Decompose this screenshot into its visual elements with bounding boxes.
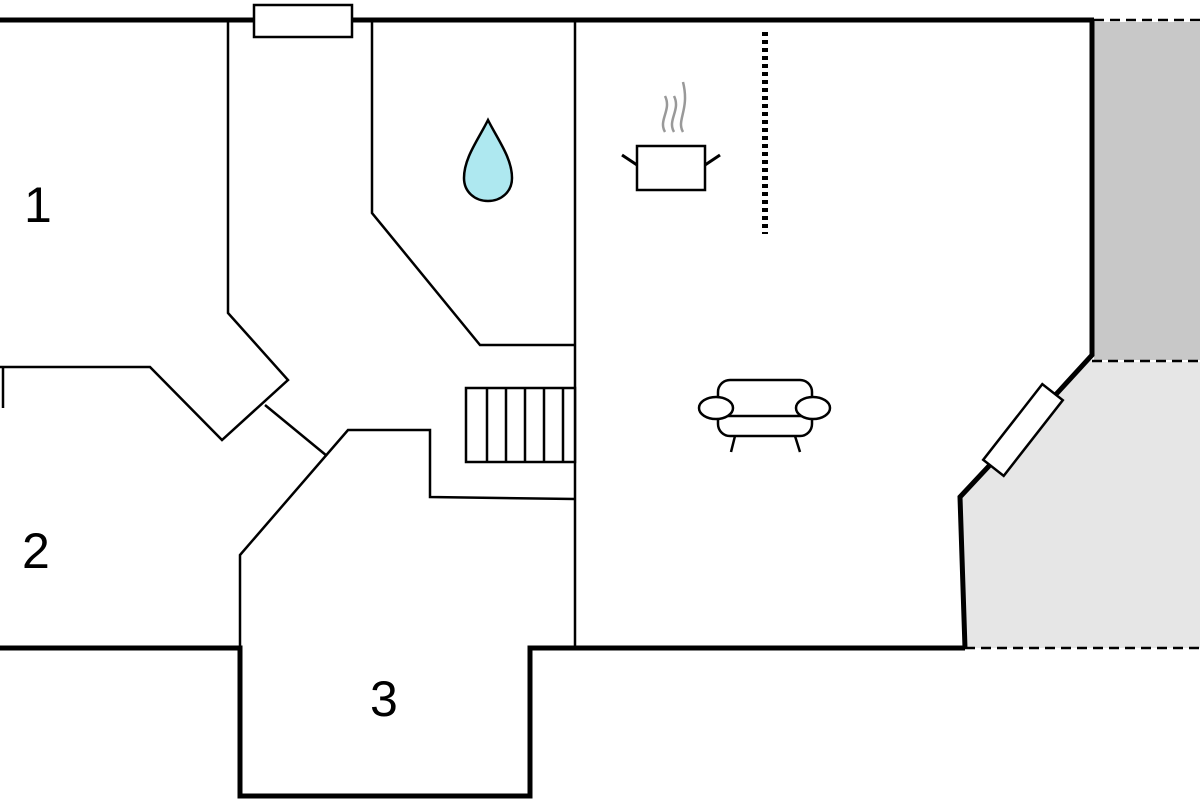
water-drop-icon [462,117,514,203]
outdoor-boundaries [965,18,1200,650]
terrace-dark [1094,22,1200,360]
window-icon [252,3,354,39]
interior-walls [0,20,577,648]
room-label-1: 1 [24,177,52,233]
cooking-pot-icon [621,81,721,192]
window-icon [981,382,1065,478]
sofa-icon [697,378,832,453]
terrace-light [960,358,1200,648]
room-label-2: 2 [22,523,50,579]
exterior-walls [0,17,1095,799]
room-label-3: 3 [370,671,398,727]
stairs-icon [464,386,577,464]
